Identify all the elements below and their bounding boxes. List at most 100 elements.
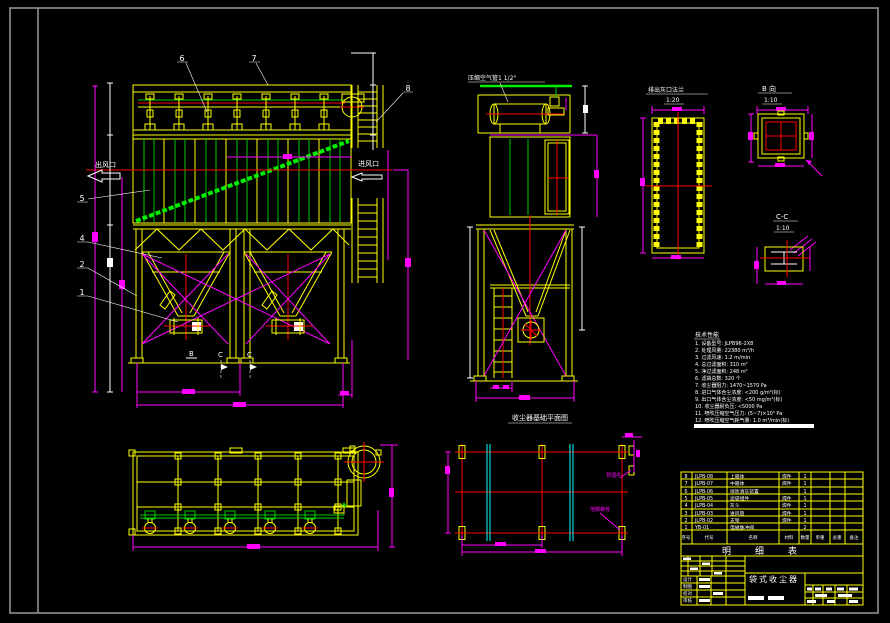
callout-6: 6	[179, 54, 184, 63]
cc-detail: C-C 1:10	[754, 213, 817, 285]
bom-name: 电磁脉冲阀	[730, 524, 754, 531]
bom-header: 序号 代号 名称 材料 数量 单重 总重 备注	[682, 534, 859, 541]
cc-title: C-C	[776, 213, 788, 221]
foundation-dimensions	[445, 433, 642, 556]
tech-note-line: 1. 设备型号: JLPB96-2X8	[695, 340, 753, 347]
b-view-detail: B 向 1:10	[748, 84, 823, 177]
bom-header-cell: 总重	[833, 534, 842, 541]
sig-label: 制图	[683, 583, 692, 590]
outlet-label: 出风口	[95, 160, 116, 169]
tech-note-line: 12. 喷吹压缩空气耗气量: 1.0 m³/min(标)	[695, 417, 789, 424]
bom-header-cell: 备注	[850, 534, 859, 541]
foundation-embed-note: 预埋件	[606, 472, 621, 479]
side-view: 压缩空气管1 1/2"	[467, 74, 599, 402]
callout-2: 2	[79, 260, 84, 269]
bom-qty: 1	[803, 503, 806, 509]
bom-seq: 7	[684, 481, 687, 487]
cc-scale: 1:10	[776, 225, 790, 232]
bom-seq: 4	[684, 503, 687, 509]
callout-8: 8	[405, 84, 410, 93]
bom-seq: 8	[684, 474, 687, 480]
flange-detail: 排出灰口法兰 1:20	[640, 86, 712, 260]
bom-code: JLPB-05	[694, 496, 713, 502]
inlet-duct-diagonal	[135, 139, 350, 223]
plan-dimensions	[132, 444, 398, 551]
front-view: B C C 出风口 进风口 6 7 8 5 4 2	[77, 52, 413, 408]
bom-name: 上箱体	[730, 473, 745, 480]
bom-mat: 焊件	[782, 495, 792, 502]
bom-qty: 1	[803, 496, 806, 502]
tech-note-line: 6. 滤袋总数: 320 个	[695, 375, 741, 382]
bom-header-cell: 单重	[816, 534, 825, 541]
bom-header-cell: 名称	[749, 534, 758, 541]
foundation-bolt-note: 地脚螺栓	[590, 506, 610, 513]
tech-note-line: 2. 处理风量: 22380 m³/h	[695, 347, 754, 354]
bom-code: JLPB-08	[694, 474, 713, 480]
side-view-dimensions	[467, 226, 585, 402]
bom-qty: 1	[803, 474, 806, 480]
tech-note-line: 11. 喷吹压缩空气压力: (5~7)×10⁵ Pa	[695, 410, 782, 417]
bom-mat: 焊件	[782, 473, 792, 480]
outlet-arrow-icon	[86, 169, 121, 183]
bom-seq: 1	[684, 525, 687, 531]
signature-rows: 设计 制图 校对 审核	[683, 576, 723, 604]
bom-header-cell: 材料	[785, 534, 794, 541]
cc-dimensions	[754, 247, 811, 285]
sig-label: 校对	[683, 590, 692, 597]
bom-seq: 2	[684, 518, 687, 524]
inlet-arrow-icon	[350, 172, 383, 182]
sig-label: 设计	[683, 576, 692, 583]
bom-seq: 3	[684, 511, 687, 517]
discharge-valve-left	[164, 318, 210, 335]
callout-4: 4	[79, 234, 84, 243]
bom-banner: 明细表	[722, 545, 821, 557]
discharge-valve-right	[266, 318, 312, 335]
tech-note-line: 3. 过滤风速: 1.2 m/min	[695, 354, 750, 361]
tech-notes: 技术性能 1. 设备型号: JLPB96-2X8 2. 处理风量: 22380 …	[694, 331, 814, 428]
bom-code: JLPB-06	[694, 489, 713, 495]
bom-name: 支架	[730, 517, 740, 524]
b-view-scale: 1:10	[764, 97, 778, 104]
bom-header-cell: 序号	[682, 534, 691, 541]
bom-name: 喷吹清灰装置	[730, 488, 759, 495]
bom-header-cell: 数量	[801, 534, 810, 541]
section-b-label: B	[189, 350, 194, 358]
callout-labels: 6 7 8 5 4 2 1	[77, 54, 413, 323]
front-view-dimensions	[92, 52, 411, 408]
flange-detail-title: 排出灰口法兰	[648, 86, 684, 94]
bom-header-cell: 代号	[705, 534, 714, 541]
flange-dimensions	[640, 106, 705, 259]
section-c-right-label: C	[247, 351, 252, 359]
side-discharge-valve	[517, 317, 545, 343]
tech-note-line: 9. 出口气体含尘浓度: <50 mg/m³(标)	[695, 396, 782, 403]
tech-note-line: 10. 收尘器耐负压: <5000 Pa	[695, 403, 762, 410]
bom-name: 进风管	[730, 510, 745, 517]
flange-detail-scale: 1:20	[666, 97, 680, 104]
plan-manifold	[140, 502, 347, 534]
bom-qty: 1	[803, 511, 806, 517]
bom-name: 灰斗	[730, 502, 740, 509]
b-view-title: B 向	[762, 84, 776, 93]
tech-note-line: 5. 净过滤面积: 248 m²	[695, 368, 748, 375]
product-title: 袋式收尘器	[749, 574, 799, 584]
bom-qty: 1	[803, 518, 806, 524]
revision-blobs	[683, 557, 722, 575]
sig-label: 审核	[683, 597, 692, 604]
bom-mat: 焊件	[782, 517, 792, 524]
callout-5: 5	[79, 194, 84, 203]
bom-code: YB-01	[694, 525, 709, 531]
bom-code: JLPB-04	[694, 503, 713, 509]
callout-1: 1	[79, 288, 84, 297]
plan-connectors	[174, 452, 342, 535]
sheet-frame	[9, 7, 879, 614]
title-block-blobs	[748, 587, 858, 603]
bom-code: JLPB-07	[694, 481, 713, 487]
callout-7: 7	[251, 54, 256, 63]
bom-name: 中箱体	[730, 480, 745, 487]
tech-notes-title: 技术性能	[695, 331, 719, 339]
bom-qty: 1	[803, 481, 806, 487]
bom-mat: 焊件	[782, 502, 792, 509]
